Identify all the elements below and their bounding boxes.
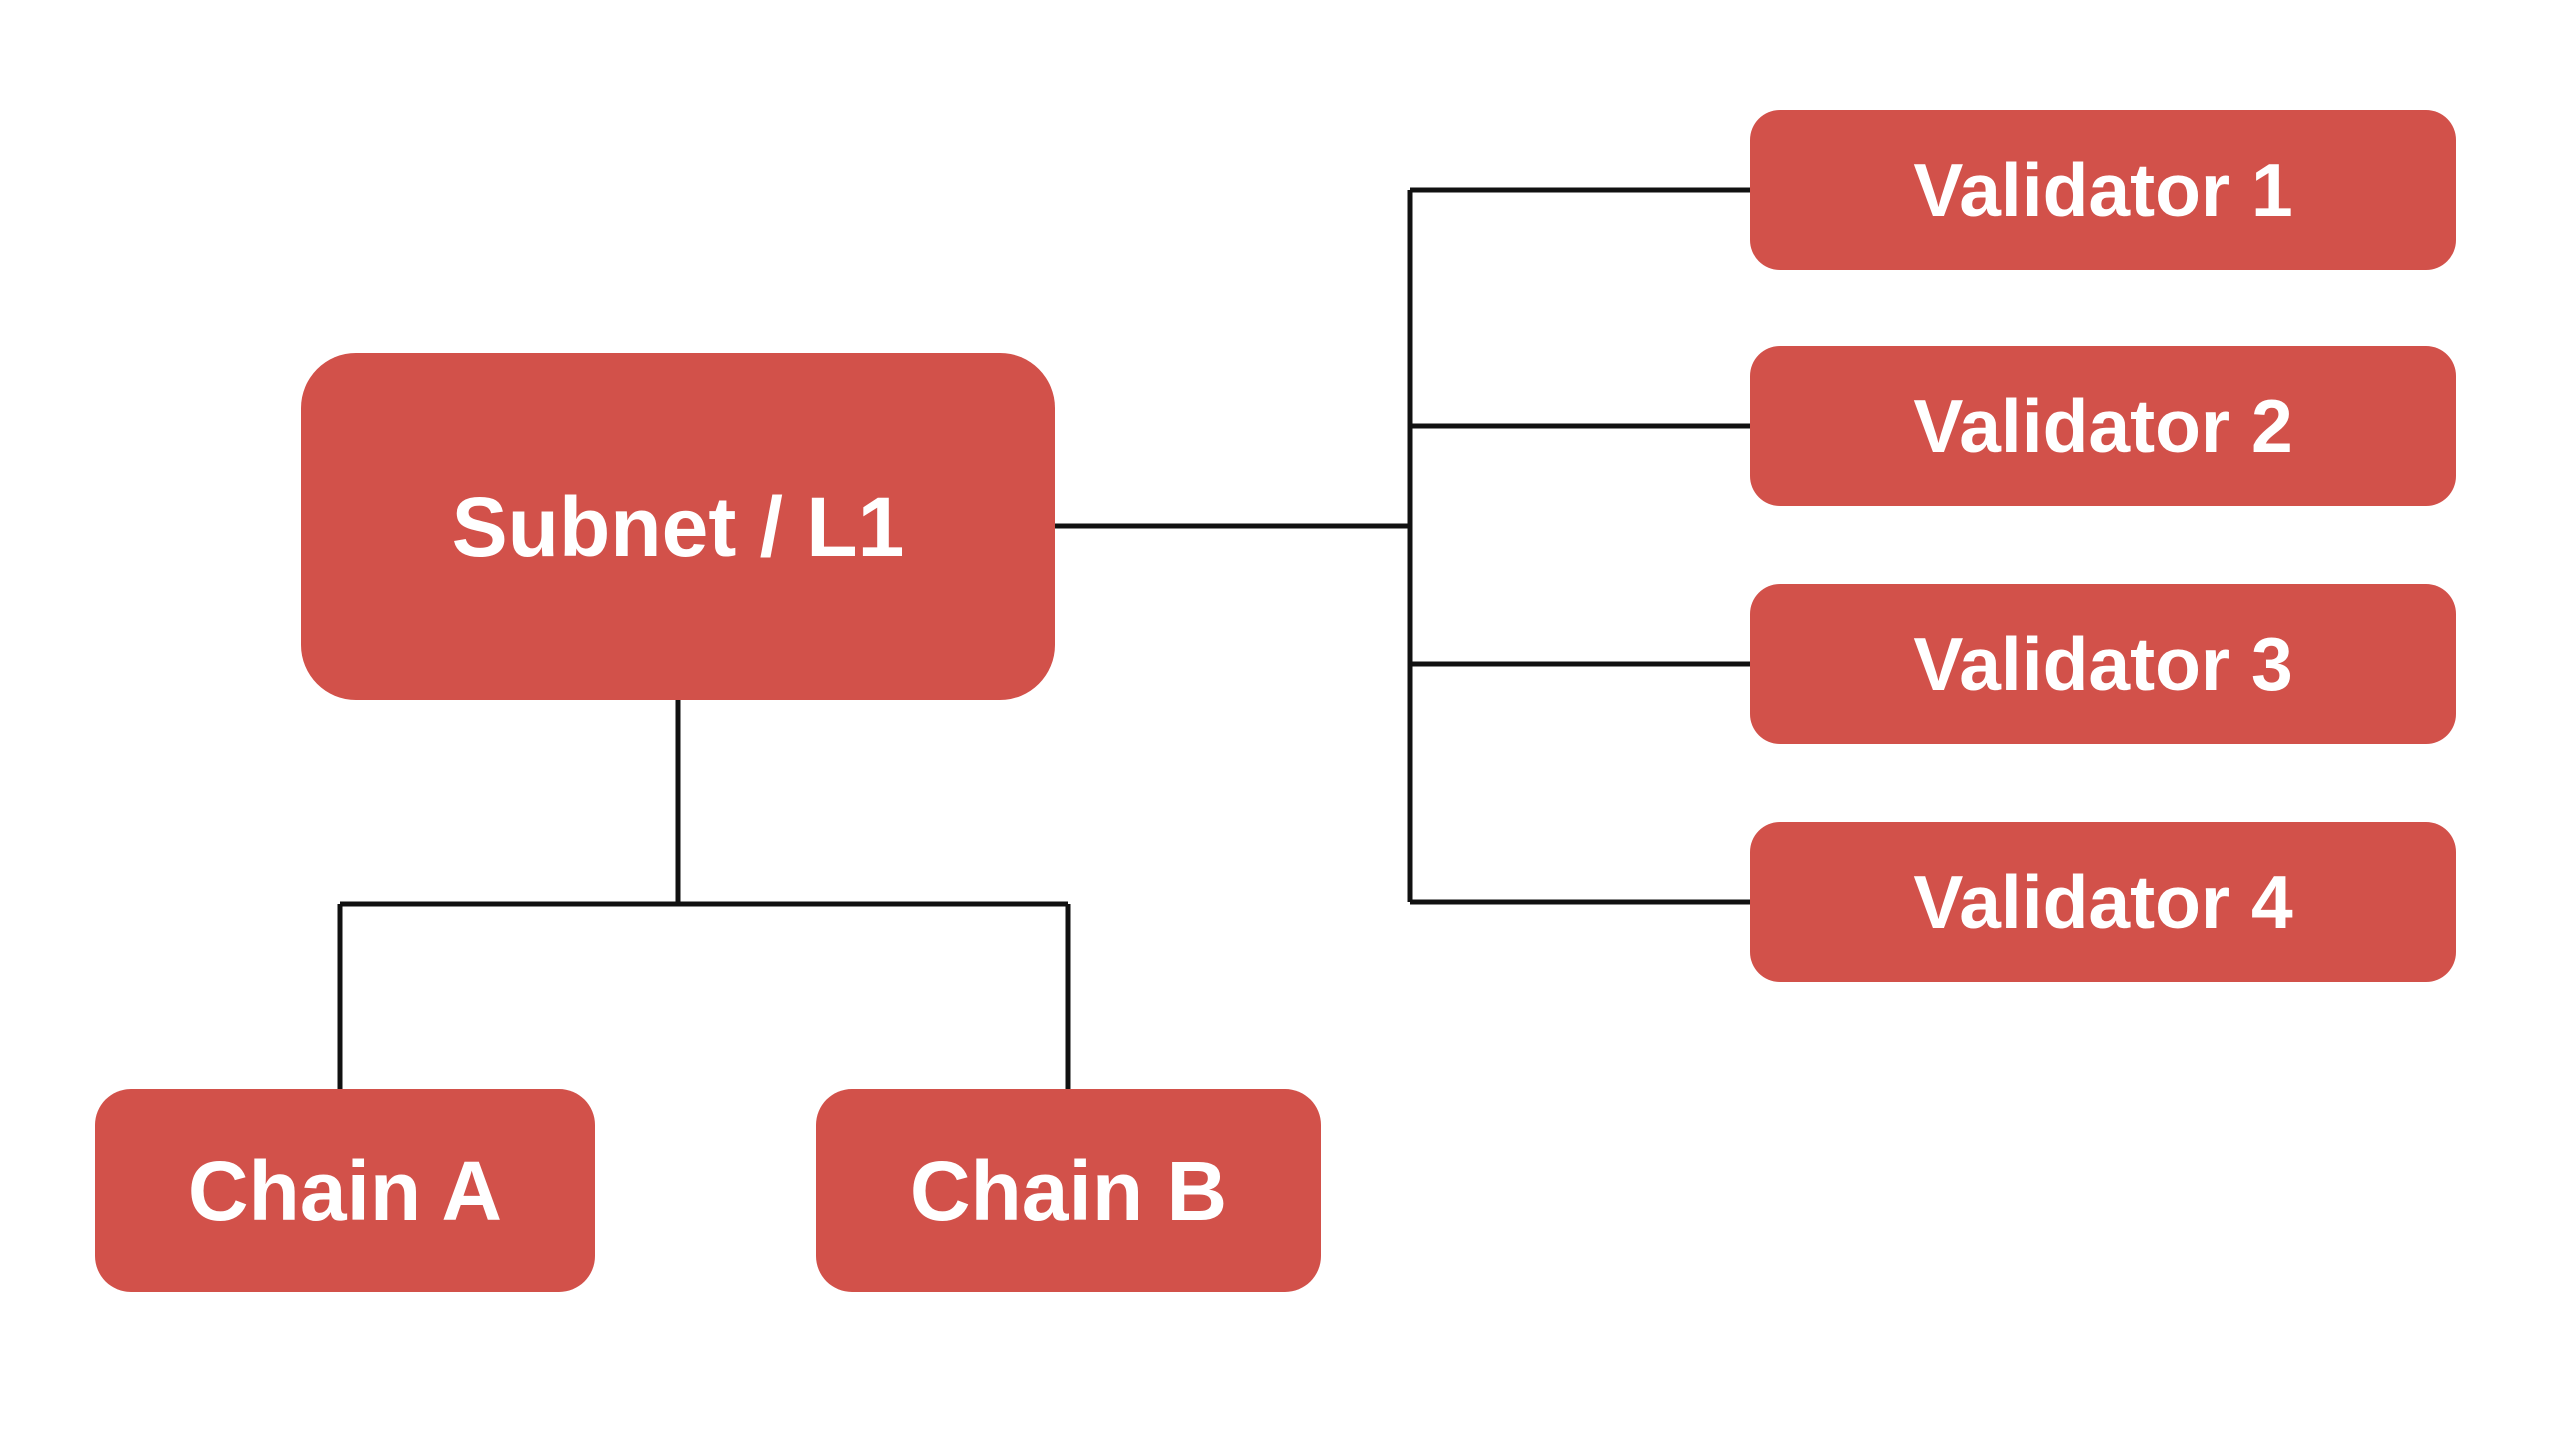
validator-node-2: Validator 2 <box>1750 346 2456 506</box>
subnet-node-label: Subnet / L1 <box>451 479 905 574</box>
subnet-node: Subnet / L1 <box>301 353 1055 700</box>
chain-b-node-label: Chain B <box>909 1143 1228 1238</box>
chain-b-node: Chain B <box>816 1089 1321 1292</box>
validator-node-2-label: Validator 2 <box>1913 383 2293 468</box>
validator-node-4: Validator 4 <box>1750 822 2456 982</box>
validator-node-3: Validator 3 <box>1750 584 2456 744</box>
chain-a-node: Chain A <box>95 1089 595 1292</box>
validator-node-4-label: Validator 4 <box>1913 859 2293 944</box>
validator-node-1: Validator 1 <box>1750 110 2456 270</box>
chain-a-node-label: Chain A <box>187 1143 503 1238</box>
validator-node-3-label: Validator 3 <box>1913 621 2293 706</box>
validator-node-1-label: Validator 1 <box>1913 147 2293 232</box>
